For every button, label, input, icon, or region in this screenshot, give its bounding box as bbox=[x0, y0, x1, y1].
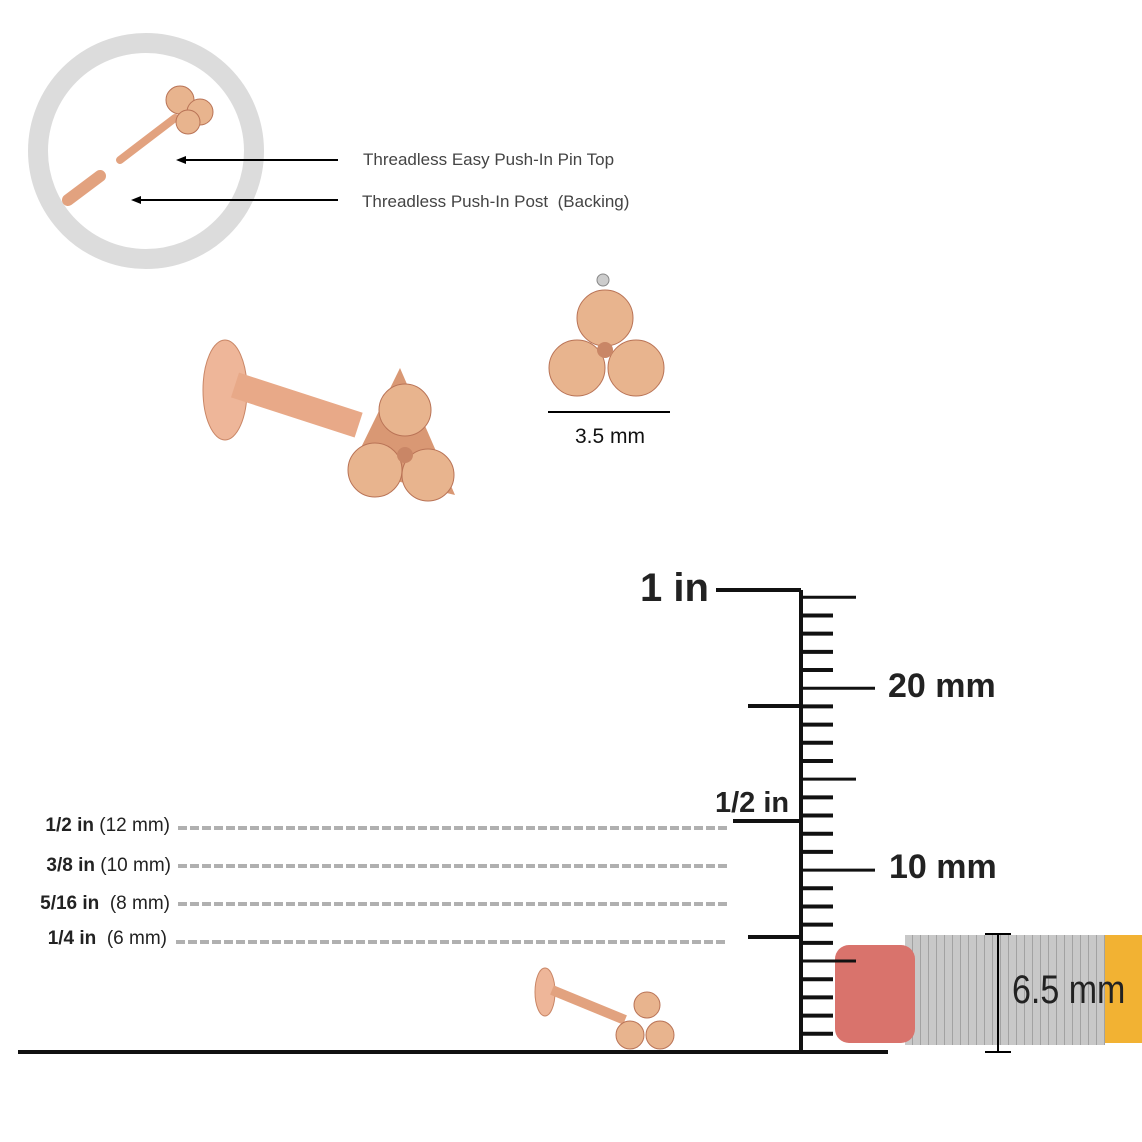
ruler-label-10mm: 10 mm bbox=[889, 848, 997, 886]
size-label-8mm: 5/16 in (8 mm) bbox=[40, 893, 170, 915]
labret-actual-size-image bbox=[534, 967, 675, 1050]
callout-post-note: (Backing) bbox=[557, 192, 630, 211]
post-backing-icon bbox=[62, 170, 106, 206]
top-view-jewelry-image bbox=[548, 273, 665, 397]
ruler-label-20mm: 20 mm bbox=[888, 667, 996, 705]
size-mm: (8 mm) bbox=[109, 893, 170, 914]
pencil-width-label: 6.5 mm bbox=[1012, 968, 1126, 1012]
labret-jewelry-image bbox=[202, 339, 455, 502]
size-mm: (12 mm) bbox=[99, 815, 170, 836]
size-inch: 1/2 in bbox=[45, 815, 94, 836]
size-mm: (10 mm) bbox=[100, 855, 171, 876]
top-width-label: 3.5 mm bbox=[575, 425, 646, 448]
ruler bbox=[18, 588, 888, 1054]
arrow-head-icon bbox=[176, 156, 186, 164]
pencil-dimension-line bbox=[985, 933, 1011, 1053]
ruler-label-half-in: 1/2 in bbox=[715, 787, 790, 819]
pencil-image bbox=[835, 935, 1142, 1045]
size-label-10mm: 3/8 in (10 mm) bbox=[46, 855, 171, 877]
detail-circle bbox=[28, 33, 264, 269]
ruler-label-1-in: 1 in bbox=[640, 566, 709, 610]
pin-top-icon bbox=[116, 85, 214, 164]
size-inch: 3/8 in bbox=[46, 855, 95, 876]
size-inch: 1/4 in bbox=[47, 928, 97, 949]
callout-post: Threadless Push-In Post (Backing) bbox=[362, 192, 629, 212]
arrow-head-icon bbox=[131, 196, 141, 204]
size-inch: 5/16 in bbox=[40, 893, 100, 914]
callout-post-label: Threadless Push-In Post bbox=[362, 192, 549, 211]
size-guide-lines bbox=[176, 826, 728, 944]
callout-pin-top: Threadless Easy Push-In Pin Top bbox=[363, 150, 615, 169]
size-label-6mm: 1/4 in (6 mm) bbox=[48, 928, 167, 950]
size-mm: (6 mm) bbox=[106, 928, 167, 949]
size-label-12mm: 1/2 in (12 mm) bbox=[45, 815, 170, 837]
